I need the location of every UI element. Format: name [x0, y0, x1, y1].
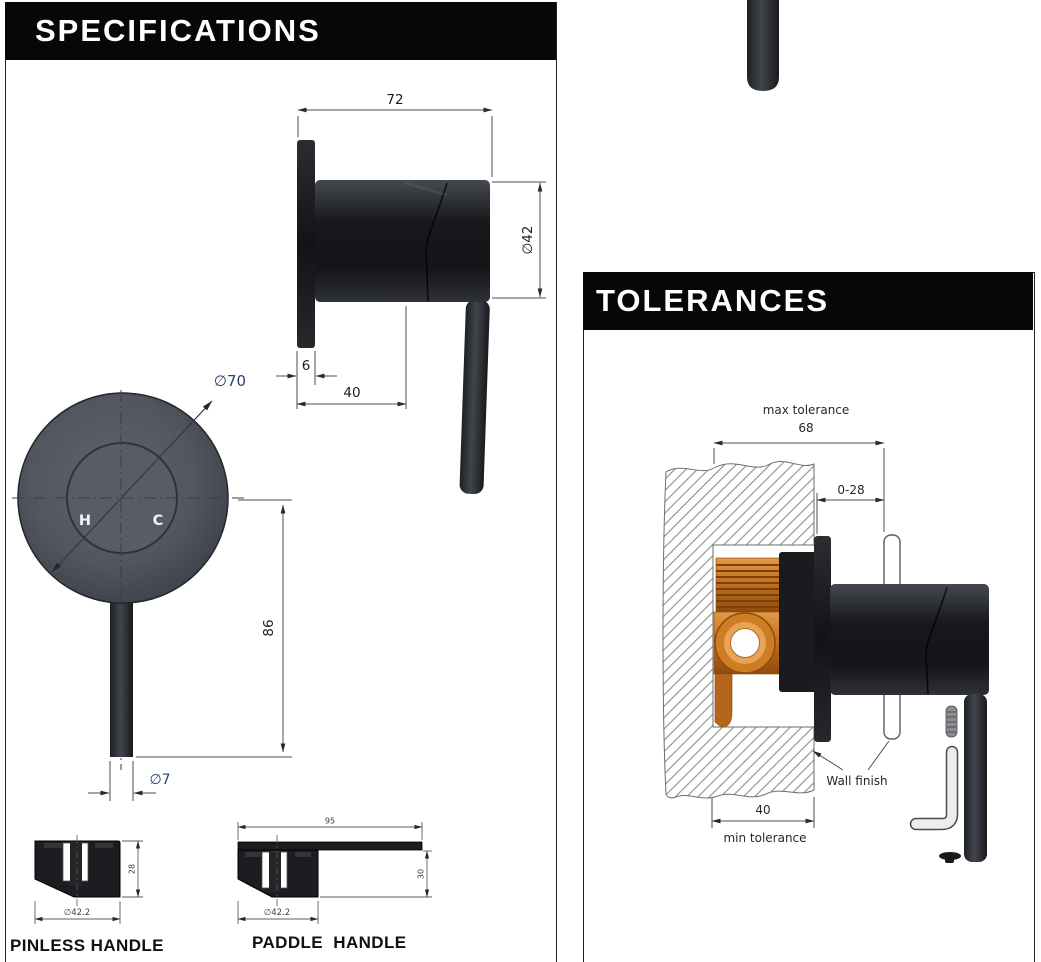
paddle-dim-diameter: ∅42.2 — [263, 908, 291, 918]
dim-handle-diameter-7: ∅7 — [149, 772, 171, 788]
fixing-screw — [939, 852, 961, 863]
pinless-handle-drawing — [34, 835, 143, 924]
dim-handle-length-86: 86 — [261, 619, 277, 637]
max-tolerance-value: 68 — [798, 421, 814, 435]
front-view-drawing — [12, 390, 292, 801]
side-flange — [297, 140, 315, 348]
paddle-dim-length-95: 95 — [324, 816, 336, 826]
min-tolerance-label: min tolerance — [723, 831, 807, 845]
plate-range-0-28: 0-28 — [837, 483, 865, 497]
top-handle-rod — [747, 0, 779, 91]
mixer-flange — [814, 536, 831, 742]
paddle-handle-drawing — [237, 822, 432, 924]
mixer-body — [830, 584, 989, 695]
tolerances-header: TOLERANCES — [583, 272, 1033, 330]
allen-key-icon — [909, 745, 959, 831]
side-view-drawing — [276, 107, 546, 494]
min-tolerance-value: 40 — [755, 803, 771, 817]
hot-label: H — [78, 513, 92, 529]
paddle-dim-height-30: 30 — [416, 868, 426, 880]
cold-label: C — [152, 513, 164, 529]
specifications-title: SPECIFICATIONS — [35, 13, 321, 48]
dim-flange-6: 6 — [301, 358, 311, 374]
max-tolerance-label: max tolerance — [762, 403, 850, 417]
pinless-dim-diameter: ∅42.2 — [63, 908, 91, 918]
dim-width-72: 72 — [386, 92, 404, 108]
cartridge — [779, 552, 819, 692]
tolerances-title: TOLERANCES — [596, 283, 830, 318]
grub-screw — [945, 705, 958, 738]
wall-hatch — [662, 460, 815, 799]
tolerance-handle-rod — [964, 694, 987, 862]
dim-depth-40: 40 — [343, 385, 361, 401]
side-body — [315, 180, 490, 302]
tolerance-drawing — [662, 440, 989, 863]
pinless-dim-height-28: 28 — [127, 863, 137, 875]
side-handle-rod — [459, 299, 490, 494]
pinless-handle-label: PINLESS HANDLE — [10, 936, 164, 955]
dim-plate-diameter-70: ∅70 — [213, 372, 247, 390]
paddle-handle-label: PADDLE HANDLE — [252, 933, 407, 952]
wall-finish-label: Wall finish — [826, 774, 888, 788]
dim-diameter-42: ∅42 — [520, 225, 536, 255]
specifications-header: SPECIFICATIONS — [5, 2, 556, 60]
